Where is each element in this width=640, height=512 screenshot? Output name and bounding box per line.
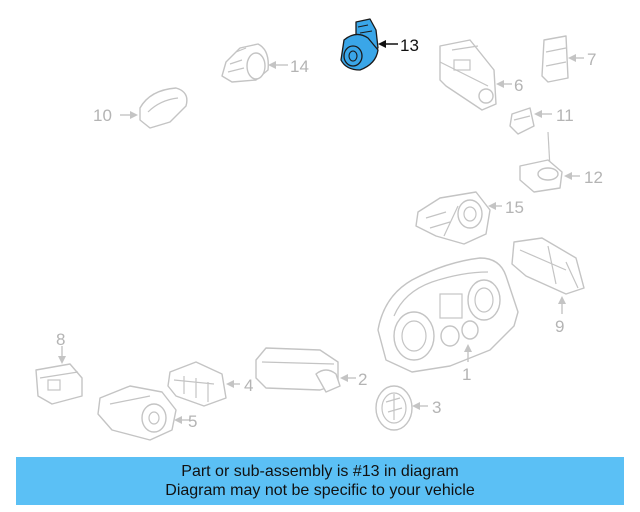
part-4 bbox=[167, 361, 227, 407]
callout-12: 12 bbox=[584, 168, 603, 187]
callout-11: 11 bbox=[556, 106, 574, 125]
callout-9: 9 bbox=[555, 317, 564, 336]
part-6 bbox=[439, 39, 497, 111]
part-3 bbox=[375, 385, 413, 431]
callout-13: 13 bbox=[400, 36, 419, 55]
parts-diagram: 13 14 10 6 7 11 bbox=[35, 18, 603, 441]
callout-2: 2 bbox=[358, 370, 367, 389]
part-2 bbox=[255, 347, 341, 393]
part-10 bbox=[139, 87, 188, 129]
callout-8: 8 bbox=[56, 330, 65, 349]
callout-7: 7 bbox=[587, 50, 596, 69]
part-14 bbox=[221, 43, 269, 83]
part-15 bbox=[415, 191, 491, 245]
callout-5: 5 bbox=[188, 412, 197, 431]
part-7 bbox=[541, 35, 569, 83]
part-13-highlighted[interactable] bbox=[340, 18, 379, 71]
info-banner: Part or sub-assembly is #13 in diagram D… bbox=[16, 457, 624, 505]
part-11 bbox=[509, 107, 535, 135]
callout-1: 1 bbox=[462, 365, 471, 384]
callout-4: 4 bbox=[244, 376, 253, 395]
part-9 bbox=[511, 237, 585, 295]
part-5 bbox=[97, 385, 177, 441]
banner-line-1: Part or sub-assembly is #13 in diagram bbox=[181, 463, 459, 480]
callout-15: 15 bbox=[505, 198, 524, 217]
part-1-instrument-cluster bbox=[377, 257, 519, 373]
banner-line-2: Diagram may not be specific to your vehi… bbox=[165, 482, 475, 499]
part-8 bbox=[35, 363, 83, 405]
callout-6: 6 bbox=[514, 76, 523, 95]
callout-10: 10 bbox=[93, 106, 112, 125]
callout-14: 14 bbox=[290, 57, 309, 76]
part-12 bbox=[519, 131, 563, 193]
callout-3: 3 bbox=[432, 398, 441, 417]
